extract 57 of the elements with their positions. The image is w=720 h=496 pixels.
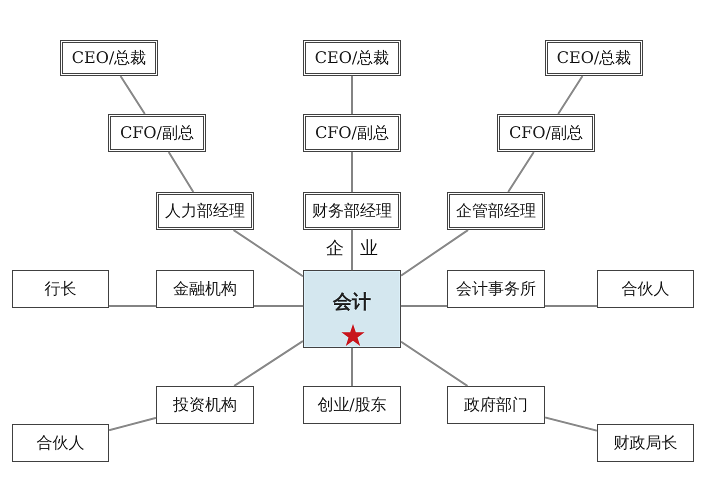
node-text: 财务部经理 (312, 201, 392, 221)
connector-line (401, 305, 447, 307)
role-box (497, 114, 595, 152)
center-box (303, 270, 401, 348)
connector-line (507, 151, 535, 193)
node-text: 会计事务所 (456, 279, 536, 299)
connector-line (545, 305, 597, 307)
node-text: CFO/副总 (509, 123, 583, 143)
role-box (60, 40, 158, 76)
node-text: CEO/总裁 (314, 48, 390, 68)
node-text: 合伙人 (622, 279, 670, 299)
connector-line (351, 348, 353, 386)
node-text: CFO/副总 (315, 123, 389, 143)
node-text: CEO/总裁 (556, 48, 632, 68)
connector-line (400, 229, 469, 276)
node-text: CEO/总裁 (72, 48, 146, 68)
role-box (447, 270, 545, 308)
node-text: CFO/副总 (120, 123, 194, 143)
connector-line (557, 75, 584, 115)
node-text: 政府部门 (464, 395, 528, 415)
role-box (12, 270, 109, 308)
node-text: 人力部经理 (165, 201, 245, 221)
role-box (303, 192, 401, 230)
connector-line (108, 416, 156, 432)
node-text: 行长 (44, 279, 76, 299)
connector-line (168, 151, 194, 193)
role-box (303, 40, 401, 76)
connector-line (544, 416, 598, 432)
role-box (12, 424, 109, 462)
connector-line (351, 152, 353, 192)
node-text: 财政局长 (614, 433, 678, 453)
connector-line (400, 340, 468, 387)
connector-line (351, 76, 353, 114)
role-box (156, 192, 254, 230)
role-box (447, 192, 545, 230)
connector-line (232, 229, 304, 278)
role-box (447, 386, 545, 424)
role-box (303, 386, 401, 424)
role-box (597, 270, 694, 308)
connector-line (109, 305, 156, 307)
node-text: 会计 (333, 291, 371, 315)
role-box (156, 386, 254, 424)
role-box (108, 114, 206, 152)
node-text: 金融机构 (173, 279, 237, 299)
connector-line (254, 305, 303, 307)
role-box (156, 270, 254, 308)
connector-line (351, 230, 353, 270)
group-label: 企业 (326, 240, 394, 258)
role-box (545, 40, 643, 76)
node-text: 创业/股东 (317, 395, 387, 415)
node-text: 企管部经理 (456, 201, 536, 221)
node-text: 合伙人 (36, 433, 84, 453)
connector-line (234, 340, 304, 387)
connector-line (120, 75, 146, 115)
role-box (303, 114, 401, 152)
role-box (597, 424, 694, 462)
node-text: 投资机构 (173, 395, 237, 415)
